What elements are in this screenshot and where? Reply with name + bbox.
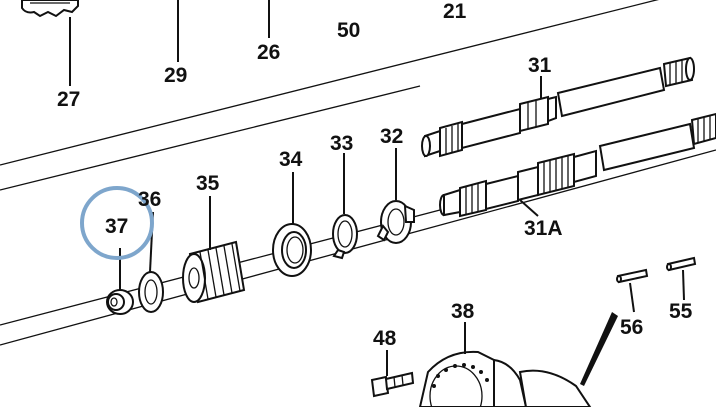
part-55-pin xyxy=(666,256,697,272)
callout-37: 37 xyxy=(105,215,128,238)
callout-35: 35 xyxy=(196,172,220,195)
part-27-fragment xyxy=(21,0,79,18)
callout-21: 21 xyxy=(443,0,467,23)
leader-31a xyxy=(519,199,539,217)
shaft-31a xyxy=(439,112,716,218)
callout-31a: 31A xyxy=(524,217,563,240)
callout-55: 55 xyxy=(669,300,693,323)
callout-29: 29 xyxy=(164,64,187,87)
callout-34: 34 xyxy=(279,148,303,171)
part-36-snap-ring xyxy=(138,271,164,313)
callout-31: 31 xyxy=(528,54,552,77)
shaft-31 xyxy=(421,56,695,158)
callout-26: 26 xyxy=(257,41,280,64)
callout-48: 48 xyxy=(373,327,397,350)
highlight-circle xyxy=(80,186,154,260)
callout-32: 32 xyxy=(380,125,403,148)
part-33-circlip xyxy=(332,214,358,260)
part-32-lock-plate xyxy=(376,200,415,244)
part-37-washer xyxy=(106,289,134,315)
part-48-bolt xyxy=(370,371,415,398)
callout-36: 36 xyxy=(138,188,161,211)
leader-56 xyxy=(629,282,635,313)
callout-27: 27 xyxy=(57,88,80,111)
callout-38: 38 xyxy=(451,300,475,323)
callout-33: 33 xyxy=(330,132,353,155)
part-34-bearing-ring xyxy=(272,223,312,277)
part-35-spur-gear xyxy=(182,240,246,304)
wedge-arrow xyxy=(580,312,618,386)
part-38-hub xyxy=(418,350,592,407)
leader-55 xyxy=(682,269,685,301)
callout-50: 50 xyxy=(337,19,360,42)
part-56-pin xyxy=(616,268,649,284)
callout-56: 56 xyxy=(620,316,643,339)
